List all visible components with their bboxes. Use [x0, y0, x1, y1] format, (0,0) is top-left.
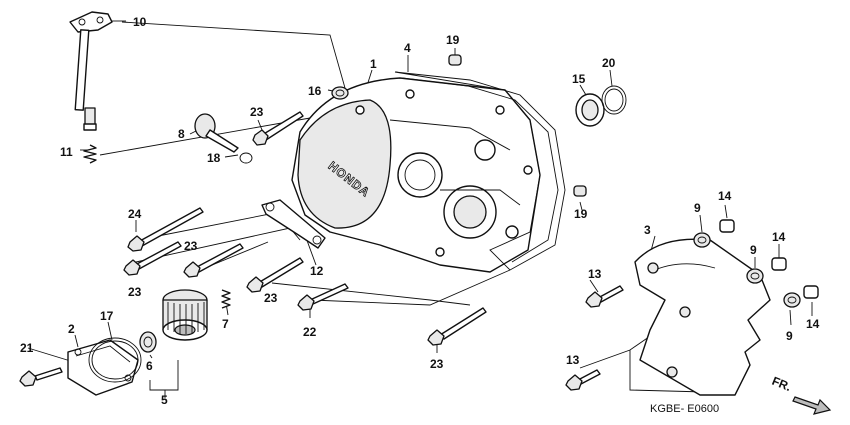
callout-18: 18	[207, 151, 221, 165]
callout-9-c: 9	[786, 329, 793, 343]
callout-15: 15	[572, 72, 586, 86]
collar-c	[803, 285, 819, 299]
callout-23-top: 23	[250, 105, 264, 119]
callout-14-c: 14	[806, 317, 820, 331]
bolt-guard-upper	[585, 285, 624, 308]
collar-a	[719, 219, 735, 233]
callout-13-upper: 13	[588, 267, 602, 281]
filter-spring	[221, 289, 231, 309]
callout-5: 5	[161, 393, 168, 407]
callout-23-left-low: 23	[128, 285, 142, 299]
callout-20: 20	[602, 56, 616, 70]
bolt-left-mid	[123, 241, 182, 276]
callout-3: 3	[644, 223, 651, 237]
callout-7: 7	[222, 317, 229, 331]
callout-12: 12	[310, 264, 324, 278]
oil-seal-small	[331, 86, 349, 100]
callout-23-bottom: 23	[430, 357, 444, 371]
callout-2: 2	[68, 322, 75, 336]
callout-13-lower: 13	[566, 353, 580, 367]
bolt-left-long	[127, 207, 204, 252]
filter-cover	[67, 339, 139, 396]
oil-dipstick	[194, 113, 253, 164]
bolt-top	[252, 111, 304, 146]
bolt-left-short	[183, 243, 244, 278]
oil-filter	[162, 289, 208, 341]
filter-o-ring	[139, 331, 157, 353]
callout-10: 10	[133, 15, 147, 29]
callout-17: 17	[100, 309, 114, 323]
callout-21: 21	[20, 341, 34, 355]
callout-4: 4	[404, 41, 411, 55]
grommets	[693, 232, 801, 308]
callout-14-a: 14	[718, 189, 732, 203]
bolts	[19, 111, 624, 391]
callout-22: 22	[303, 325, 317, 339]
bolt-bottom	[427, 307, 487, 346]
oil-seal	[575, 93, 605, 127]
collar-b	[771, 257, 787, 271]
o-ring-large	[601, 85, 627, 115]
callout-9-a: 9	[694, 201, 701, 215]
callout-19-right: 19	[574, 207, 588, 221]
front-direction-arrow: FR.	[770, 374, 832, 415]
callout-labels: 10 11 1 4 19 16 15 20 23 8 18 24 23 23 2…	[20, 15, 820, 407]
bolt-guard-lower	[565, 369, 601, 391]
collars	[719, 219, 819, 299]
grommet-c	[783, 292, 801, 308]
dowel-pin-top	[448, 54, 462, 66]
callout-16: 16	[308, 84, 322, 98]
callout-1: 1	[370, 57, 377, 71]
callout-24: 24	[128, 207, 142, 221]
filter-cover-o-ring	[88, 337, 142, 383]
callout-19-top: 19	[446, 33, 460, 47]
bolt-filter-cover	[19, 367, 63, 387]
crankcase-cover: HONDA	[291, 77, 541, 273]
bracket	[261, 199, 326, 249]
reference-code: KGBE- E0600	[650, 403, 719, 415]
dowel-pin-right	[573, 185, 587, 197]
shift-shaft	[69, 11, 113, 164]
callout-11: 11	[60, 145, 73, 159]
callout-14-b: 14	[772, 230, 786, 244]
callout-23-left: 23	[184, 239, 198, 253]
callout-6: 6	[146, 359, 153, 373]
side-guard	[634, 238, 771, 396]
grommet-a	[693, 232, 711, 248]
bolt-lower-center	[297, 283, 349, 311]
bolt-lower-mid	[246, 257, 304, 293]
callout-8: 8	[178, 127, 185, 141]
cover-gasket	[394, 71, 566, 271]
callout-23-mid: 23	[264, 291, 278, 305]
direction-label: FR.	[770, 374, 793, 394]
grommet-b	[746, 268, 764, 284]
callout-9-b: 9	[750, 243, 757, 257]
